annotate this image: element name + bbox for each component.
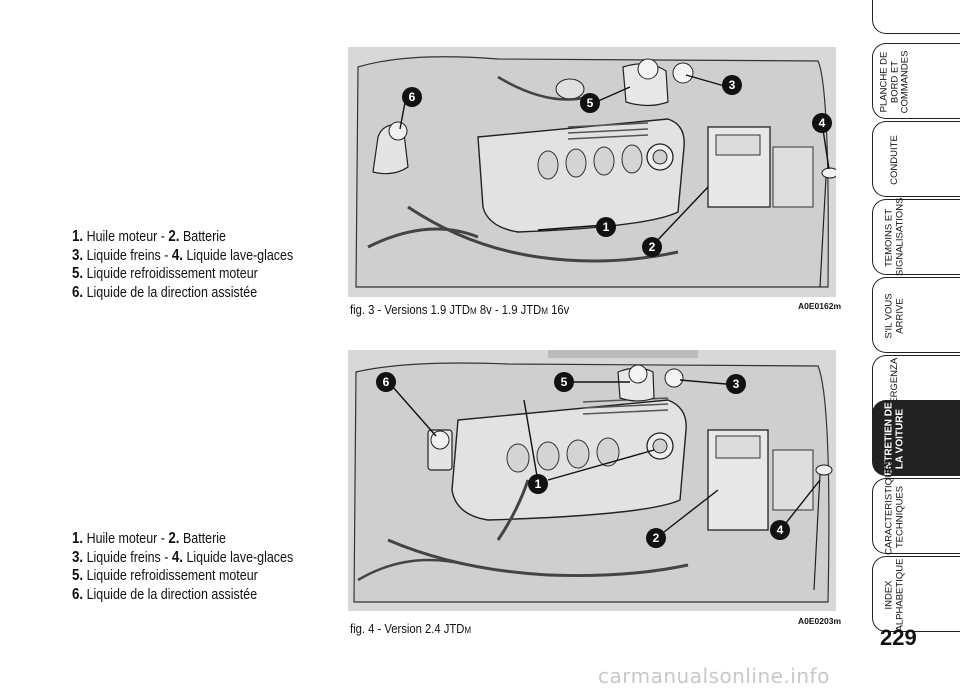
callout-3: 3	[729, 78, 736, 92]
legend-row: 6. Liquide de la direction assistée	[72, 283, 258, 301]
legend-row: 6. Liquide de la direction assistée	[72, 585, 258, 603]
engine-illustration-fig3: 6 5 3 4 1 2	[348, 47, 836, 297]
engine-illustration-fig4: 6 5 3 1 2 4	[348, 350, 836, 611]
tab-caracteristiques[interactable]: CARACTERISTIQUES TECHNIQUES	[872, 458, 960, 555]
legend-row: 1. Huile moteur - 2. Batterie	[72, 530, 226, 547]
callout-1: 1	[603, 220, 610, 234]
engine-drawing: 6 5 3 4 1 2	[348, 47, 836, 297]
watermark: carmanualsonline.info	[598, 664, 830, 688]
callout-3: 3	[733, 377, 740, 391]
tab-planche-de-bord[interactable]: PLANCHE DE BORD ET COMMANDES	[872, 43, 960, 119]
callout-6: 6	[383, 375, 390, 389]
legend-row: 3. Liquide freins - 4. Liquide lave-glac…	[72, 246, 294, 264]
legend-row: 5. Liquide refroidissement moteur	[72, 265, 258, 282]
figure-caption: fig. 4 - Version 2.4 JTDM	[350, 622, 472, 636]
legend-row: 3. Liquide freins - 4. Liquide lave-glac…	[72, 548, 294, 566]
legend-row: 5. Liquide refroidissement moteur	[72, 567, 258, 584]
callout-4: 4	[819, 116, 826, 130]
engine-drawing: 6 5 3 1 2 4	[348, 350, 836, 611]
callout-4: 4	[777, 523, 784, 537]
callout-5: 5	[561, 375, 568, 389]
callout-6: 6	[409, 90, 416, 104]
tab-temoins[interactable]: TEMOINS ET SIGNALISATIONS	[872, 198, 960, 276]
tab-index[interactable]: INDEX ALPHABETIQUE	[872, 556, 960, 632]
tab-entretien[interactable]: ENTRETIEN DE LA VOITURE	[872, 400, 960, 476]
callout-2: 2	[653, 531, 660, 545]
callout-2: 2	[649, 240, 656, 254]
legend-row: 1. Huile moteur - 2. Batterie	[72, 228, 226, 245]
chapter-tabs: PLANCHE DE BORD ET COMMANDES CONDUITE TE…	[866, 0, 960, 692]
legend-fig3: 1. Huile moteur - 2. Batterie 3. Liquide…	[72, 228, 304, 302]
legend-fig4: 1. Huile moteur - 2. Batterie 3. Liquide…	[72, 530, 304, 604]
figure-code: A0E0203m	[798, 616, 842, 626]
tab-conduite[interactable]: CONDUITE	[872, 121, 960, 197]
callout-1: 1	[535, 477, 542, 491]
figure-caption: fig. 3 - Versions 1.9 JTDM 8v - 1.9 JTDM…	[350, 303, 570, 317]
callout-5: 5	[587, 96, 594, 110]
tab-sil-vous-arrive[interactable]: S'IL VOUS ARRIVE	[872, 277, 960, 353]
figure-code: A0E0162m	[798, 301, 842, 311]
tab-blank[interactable]	[872, 0, 960, 34]
page-number: 229	[880, 625, 917, 650]
